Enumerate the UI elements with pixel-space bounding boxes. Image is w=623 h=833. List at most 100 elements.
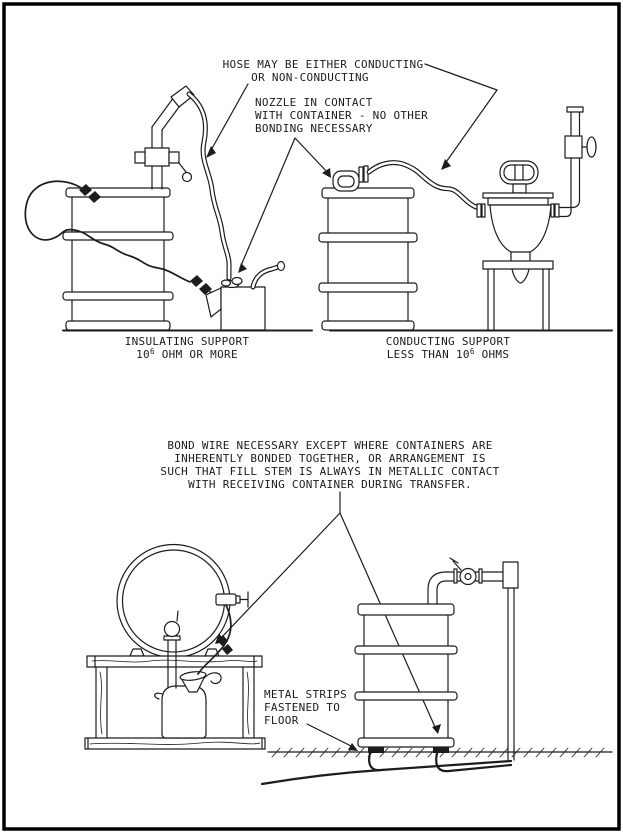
- vessel-lid: [482, 192, 554, 199]
- hopper-vessel: [476, 160, 560, 331]
- vessel-fitting: [476, 203, 482, 218]
- wire-clip: [199, 283, 212, 295]
- drum-chime: [65, 320, 171, 331]
- pipe-flange: [453, 568, 458, 584]
- tank-chock: [129, 648, 145, 657]
- wire-clip: [79, 184, 92, 196]
- gate-valve: [564, 135, 583, 159]
- can-shield: [205, 287, 222, 318]
- hose-label-line1: HOSE MAY BE EITHER CONDUCTING: [223, 58, 424, 71]
- hose-left: [186, 91, 232, 281]
- stand-top-board: [86, 655, 263, 668]
- bond-wire-tank: [197, 604, 233, 675]
- drum-left: [62, 187, 174, 331]
- hose-right: [366, 160, 485, 212]
- arrowhead: [432, 724, 441, 734]
- metal-strips-label-line1: METAL STRIPS: [264, 688, 347, 701]
- safety-can: [205, 260, 286, 331]
- metal-strips-label-line2: FASTENED TO: [264, 701, 340, 714]
- leader-hose-left: [209, 83, 249, 153]
- vessel-stand: [482, 260, 554, 270]
- bond-note-line1: BOND WIRE NECESSARY EXCEPT WHERE CONTAIN…: [167, 439, 492, 452]
- nozzle-tip: [220, 279, 232, 287]
- drum-rib: [62, 231, 174, 241]
- scene-drum-on-strips: [260, 557, 613, 786]
- vessel-bowl: [489, 204, 552, 253]
- scene-conducting-support: [318, 106, 613, 332]
- caption-superscript: 6: [470, 347, 475, 356]
- caption-base: 10: [136, 348, 150, 361]
- scene-insulating-support: [24, 85, 313, 332]
- wire-clip: [88, 191, 101, 203]
- arrowhead: [206, 146, 216, 158]
- valve-lever: [449, 557, 459, 564]
- conducting-caption-line2: LESS THAN 106 OHMS: [387, 347, 510, 361]
- arrowhead: [238, 263, 247, 273]
- receiving-container: [154, 671, 222, 739]
- leader-lines-top: [206, 63, 498, 273]
- fill-stem: [163, 610, 181, 689]
- drum-right-top: [318, 187, 418, 331]
- metal-strips-underfloor: [260, 751, 513, 786]
- drum-rib: [62, 291, 174, 301]
- leader-nozzle: [239, 137, 329, 269]
- drum-rib: [318, 282, 418, 293]
- leader-note-left: [220, 491, 341, 639]
- wire-clip: [217, 635, 228, 646]
- leader-note-right: [339, 512, 436, 728]
- crank-knob: [181, 171, 193, 183]
- drum-rib: [318, 232, 418, 243]
- leader-hose-right: [424, 63, 498, 166]
- caption-pre: LESS THAN: [387, 348, 456, 361]
- hand-pump: [134, 85, 195, 190]
- arrowhead: [441, 159, 451, 170]
- pipe-valve-wheel: [459, 567, 477, 586]
- can-spout: [276, 260, 286, 272]
- vessel-fitting: [550, 203, 555, 218]
- fill-pipe-assembly: [427, 557, 519, 761]
- bond-note-line4: WITH RECEIVING CONTAINER DURING TRANSFER…: [188, 478, 472, 491]
- pipe-cap: [566, 106, 584, 113]
- hose-label-line2: OR NON-CONDUCTING: [251, 71, 369, 84]
- bond-wire-left: [24, 180, 220, 296]
- bond-note-line2: INHERENTLY BONDED TOGETHER, OR ARRANGEME…: [174, 452, 486, 465]
- caption-superscript: 6: [150, 347, 155, 356]
- bond-note-line3: SUCH THAT FILL STEM IS ALWAYS IN METALLI…: [160, 465, 499, 478]
- drum-chime: [321, 320, 415, 331]
- arrowhead: [348, 743, 358, 751]
- drum-rib: [354, 645, 458, 655]
- pipe-flange: [478, 568, 483, 584]
- metal-strips-label-line3: FLOOR: [264, 714, 299, 727]
- drum-rim: [357, 603, 455, 616]
- drum-chime: [357, 737, 455, 748]
- caption-rest: OHM OR MORE: [155, 348, 238, 361]
- drum-nozzle: [332, 165, 369, 192]
- metal-strip-pad: [433, 747, 449, 753]
- drum-rib: [354, 691, 458, 701]
- tank-fitting: [215, 591, 249, 608]
- vessel-cone-tip: [511, 268, 530, 284]
- conducting-caption-line1: CONDUCTING SUPPORT: [386, 335, 511, 348]
- can-body: [220, 286, 266, 331]
- nozzle-label-line3: BONDING NECESSARY: [255, 122, 373, 135]
- insulating-caption-line2: 106 OHM OR MORE: [136, 347, 238, 361]
- insulating-caption-line1: INSULATING SUPPORT: [125, 335, 250, 348]
- caption-rest: OHMS: [475, 348, 510, 361]
- nozzle-tip: [231, 276, 243, 286]
- leader-metal-strips: [306, 723, 354, 748]
- valve-handwheel: [586, 136, 597, 158]
- metal-strip-pad: [368, 747, 384, 753]
- scene-tank-stand: [84, 543, 266, 750]
- ball-valve: [163, 620, 181, 638]
- container-handle: [154, 692, 163, 700]
- hose-flange: [358, 166, 364, 183]
- wire-clip: [190, 275, 203, 287]
- wooden-stand: [84, 655, 266, 750]
- pump-body: [144, 147, 170, 167]
- pump-crank: [178, 162, 187, 173]
- nozzle-label-line1: NOZZLE IN CONTACT: [255, 96, 373, 109]
- arrowhead: [322, 168, 331, 178]
